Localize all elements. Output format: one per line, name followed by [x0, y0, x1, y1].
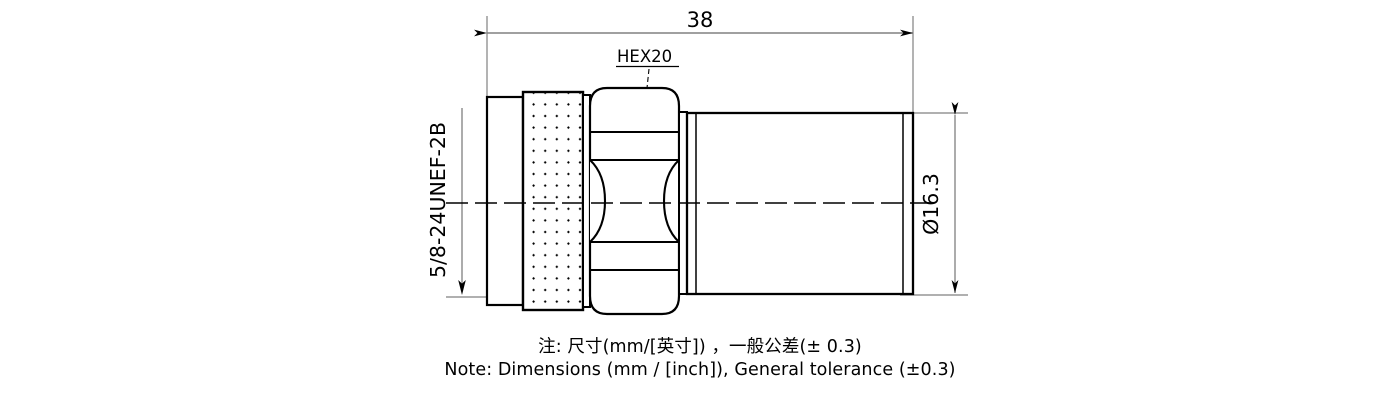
note-line-english: Note: Dimensions (mm / [inch]), General …: [444, 359, 956, 380]
notes-block: 注: 尺寸(mm/[英寸]) ，一般公差(± 0.3) Note: Dimens…: [0, 336, 1400, 382]
connector-assembly: [446, 86, 936, 316]
callout-label-hex20: HEX20: [617, 47, 672, 66]
part-hex-nut: [588, 86, 681, 316]
part-knurled-nut: [521, 90, 591, 312]
part-coupling-sleeve: [485, 95, 525, 307]
thread-dimension-arrow: [458, 280, 466, 295]
note-line-chinese: 注: 尺寸(mm/[英寸]) ，一般公差(± 0.3): [538, 337, 862, 357]
dimension-value-length: 38: [687, 8, 714, 32]
dimension-value-diameter: Ø16.3: [919, 173, 943, 235]
dimension-value-thread: 5/8-24UNEF-2B: [426, 122, 450, 278]
dimension-overall-length: 38: [474, 8, 914, 118]
